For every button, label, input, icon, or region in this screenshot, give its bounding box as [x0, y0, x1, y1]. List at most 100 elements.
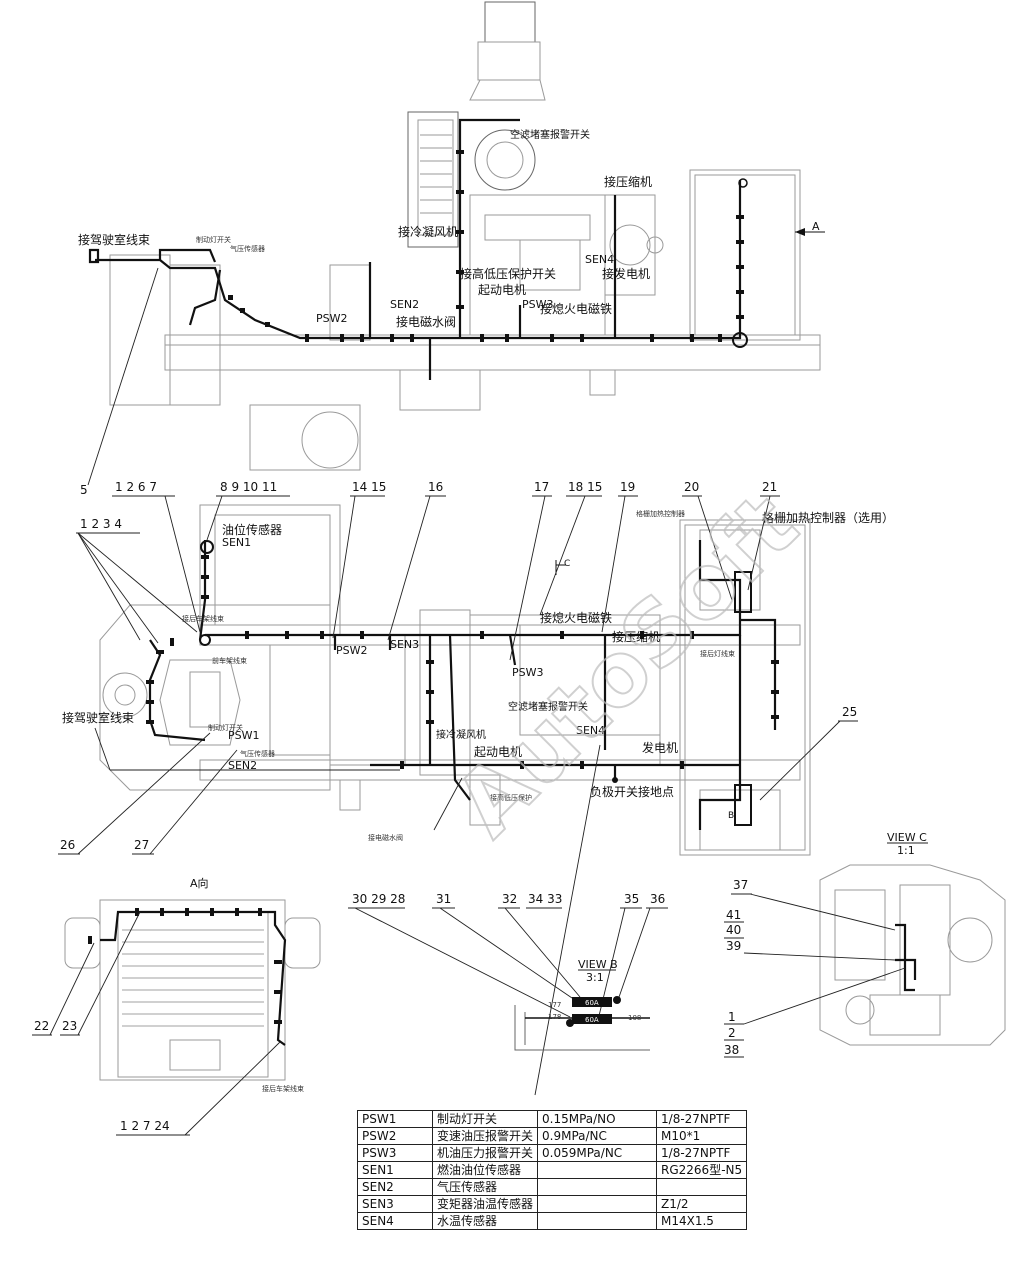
- spec-cell: 气压传感器: [431, 1178, 539, 1196]
- callout-12724: 1 2 7 24: [120, 1119, 170, 1133]
- spec-cell: RG2266型-N5: [656, 1161, 748, 1179]
- spec-cell: 0.15MPa/NO: [537, 1110, 658, 1128]
- spec-cell: 变矩器油温传感器: [431, 1195, 539, 1213]
- callout-19: 19: [620, 480, 635, 494]
- side-label-sen2: SEN2: [390, 298, 419, 311]
- connector-icon: [738, 178, 748, 188]
- callout-25: 25: [842, 705, 857, 719]
- terminal-icon-2: [613, 996, 621, 1004]
- ground-stud-icon: [732, 332, 748, 348]
- wire-178: 178: [548, 1013, 561, 1021]
- radiator-grille: [420, 134, 452, 214]
- spec-cell: [656, 1178, 748, 1196]
- callout-1-c: 1: [728, 1010, 736, 1024]
- label-grid-heat-small: 格栅加热控制器: [636, 509, 685, 518]
- callout-31: 31: [436, 892, 451, 906]
- label-view-c-mark: C: [564, 559, 570, 569]
- callout-38: 38: [724, 1043, 739, 1057]
- callout-5: 5: [80, 483, 88, 497]
- callouts-top: 1 2 6 7 8 9 10 11 14 15 16 17 18 15 19 2…: [58, 480, 858, 1096]
- spec-cell: SEN3: [357, 1195, 433, 1213]
- view-a-harness-label: 接后车架线束: [262, 1084, 304, 1093]
- side-clips: [228, 150, 744, 342]
- top-clips: [146, 555, 779, 769]
- label-psw1: PSW1: [228, 729, 260, 742]
- callout-3433: 34 33: [528, 892, 562, 906]
- view-a-clips: [88, 908, 282, 1024]
- label-air-sensor: 气压传感器: [240, 749, 275, 758]
- callout-37: 37: [733, 878, 748, 892]
- junction-icon: [199, 634, 211, 646]
- label-brake-switch: 制动灯开关: [208, 723, 243, 732]
- label-grid-heat: 格栅加热控制器（选用）: [762, 510, 894, 525]
- label-compressor: 接压缩机: [612, 629, 660, 644]
- side-label-air-sensor: 气压传感器: [230, 244, 265, 253]
- spec-cell: 燃油油位传感器: [431, 1161, 539, 1179]
- spec-cell: 0.059MPa/NC: [537, 1144, 658, 1162]
- view-c-title: VIEW C: [887, 831, 927, 844]
- callout-891011: 8 9 10 11: [220, 480, 277, 494]
- callout-302928: 30 29 28: [352, 892, 405, 906]
- side-label-fuel-solenoid: 接熄火电磁铁: [540, 301, 612, 316]
- callout-20: 20: [684, 480, 699, 494]
- view-b: 30 29 28 31 32 34 33 35 36 VIEW B 3:1 17…: [348, 892, 668, 1051]
- side-label-generator: 接发电机: [602, 266, 650, 281]
- label-neg-ground: 负极开关接地点: [590, 784, 674, 799]
- fuse-60a-2: 60A: [585, 1016, 599, 1024]
- label-condenser-fan: 接冷凝风机: [436, 728, 486, 741]
- spec-cell: PSW1: [357, 1110, 433, 1128]
- label-sen2: SEN2: [228, 759, 257, 772]
- callout-1815: 18 15: [568, 480, 602, 494]
- spec-cell: 制动灯开关: [431, 1110, 539, 1128]
- callout-36: 36: [650, 892, 665, 906]
- callout-16: 16: [428, 480, 443, 494]
- cab-connector-icon: [88, 248, 100, 264]
- label-sen4: SEN4: [576, 724, 605, 737]
- wire-177: 177: [548, 1001, 561, 1009]
- side-label-view-a: A: [812, 220, 820, 233]
- grid-heat-controller-icon: [734, 571, 752, 613]
- spec-cell: 1/8-27NPTF: [656, 1144, 748, 1162]
- callout-40: 40: [726, 923, 741, 937]
- view-b-title: VIEW B: [578, 958, 618, 971]
- callout-41: 41: [726, 908, 741, 922]
- side-label-hi-lo: 接高低压保护开关: [460, 266, 556, 281]
- spec-cell: 机油压力报警开关: [431, 1144, 539, 1162]
- spec-cell: [537, 1178, 658, 1196]
- callout-17: 17: [534, 480, 549, 494]
- callout-32: 32: [502, 892, 517, 906]
- label-fuel-solenoid: 接熄火电磁铁: [540, 610, 612, 625]
- fuel-level-sensor-icon: [200, 540, 214, 554]
- side-label-condenser-fan: 接冷凝风机: [398, 224, 458, 239]
- view-a-grille: [122, 929, 264, 1027]
- label-view-b-mark: B: [728, 811, 734, 821]
- spec-cell: Z1/2: [656, 1195, 748, 1213]
- view-c-scale: 1:1: [897, 844, 915, 857]
- label-psw2: PSW2: [336, 644, 368, 657]
- view-a: A向 接后车架线束 22 23 1 2 7 24: [32, 876, 321, 1136]
- label-sen1: SEN1: [222, 536, 251, 549]
- side-harness: [95, 118, 742, 380]
- spec-cell: [537, 1161, 658, 1179]
- callout-27: 27: [134, 838, 149, 852]
- label-sen3: SEN3: [390, 638, 419, 651]
- fuse-upper-icon: [572, 997, 612, 1007]
- spec-cell: SEN4: [357, 1212, 433, 1230]
- side-label-brake-switch: 制动灯开关: [196, 235, 231, 244]
- spec-cell: [537, 1212, 658, 1230]
- spec-cell: SEN1: [357, 1161, 433, 1179]
- label-front-frame-harness: 前车架线束: [212, 656, 247, 665]
- terminal-icon: [566, 1019, 574, 1027]
- label-rear-lamp-harness: 接后灯线束: [700, 649, 735, 658]
- spec-cell: 水温传感器: [431, 1212, 539, 1230]
- fuse-60a-1: 60A: [585, 999, 599, 1007]
- arrowhead-icon: [795, 228, 805, 236]
- side-label-solenoid-valve: 接电磁水阀: [396, 314, 456, 329]
- callout-21: 21: [762, 480, 777, 494]
- spec-cell: SEN2: [357, 1178, 433, 1196]
